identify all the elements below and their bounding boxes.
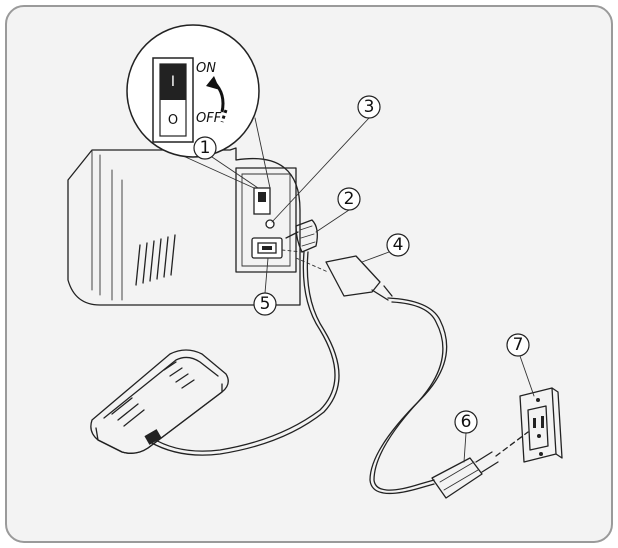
- callout-2: 2: [337, 187, 361, 211]
- callout-7: 7: [506, 333, 530, 357]
- vent-grille: [135, 234, 176, 286]
- callout-1: 1: [193, 136, 217, 160]
- callout-6: 6: [454, 410, 478, 434]
- curved-arrow-icon: [206, 76, 228, 123]
- wall-outlet-icon: [519, 387, 563, 463]
- machine-receptacle: [251, 237, 283, 259]
- callout-3: 3: [357, 95, 381, 119]
- callout-1-label: 1: [200, 138, 211, 158]
- switch-inset: I O ON OFF: [126, 24, 271, 189]
- callout-6-label: 6: [461, 412, 472, 432]
- callout-2-label: 2: [344, 189, 355, 209]
- rocker-off-mark: O: [168, 113, 178, 128]
- cords: [149, 251, 448, 494]
- foot-controller-icon: [90, 349, 229, 454]
- switch-on-label: ON: [196, 61, 216, 76]
- callout-4: 4: [386, 233, 410, 257]
- callout-4-label: 4: [393, 235, 404, 255]
- sewing-machine-body: [67, 147, 301, 306]
- power-plug-icon: [431, 451, 499, 499]
- connector-plug: [325, 255, 393, 301]
- rocker-on-mark: I: [171, 74, 175, 90]
- callout-3-label: 3: [364, 97, 375, 117]
- callout-5-label: 5: [260, 294, 271, 314]
- switch-off-label: OFF: [196, 111, 222, 126]
- machine-plug: [285, 219, 318, 253]
- callout-7-label: 7: [513, 335, 524, 355]
- power-switch-icon: [253, 187, 271, 215]
- leader-lines: [211, 117, 535, 463]
- diagram-frame: [5, 5, 613, 543]
- callout-5: 5: [253, 292, 277, 316]
